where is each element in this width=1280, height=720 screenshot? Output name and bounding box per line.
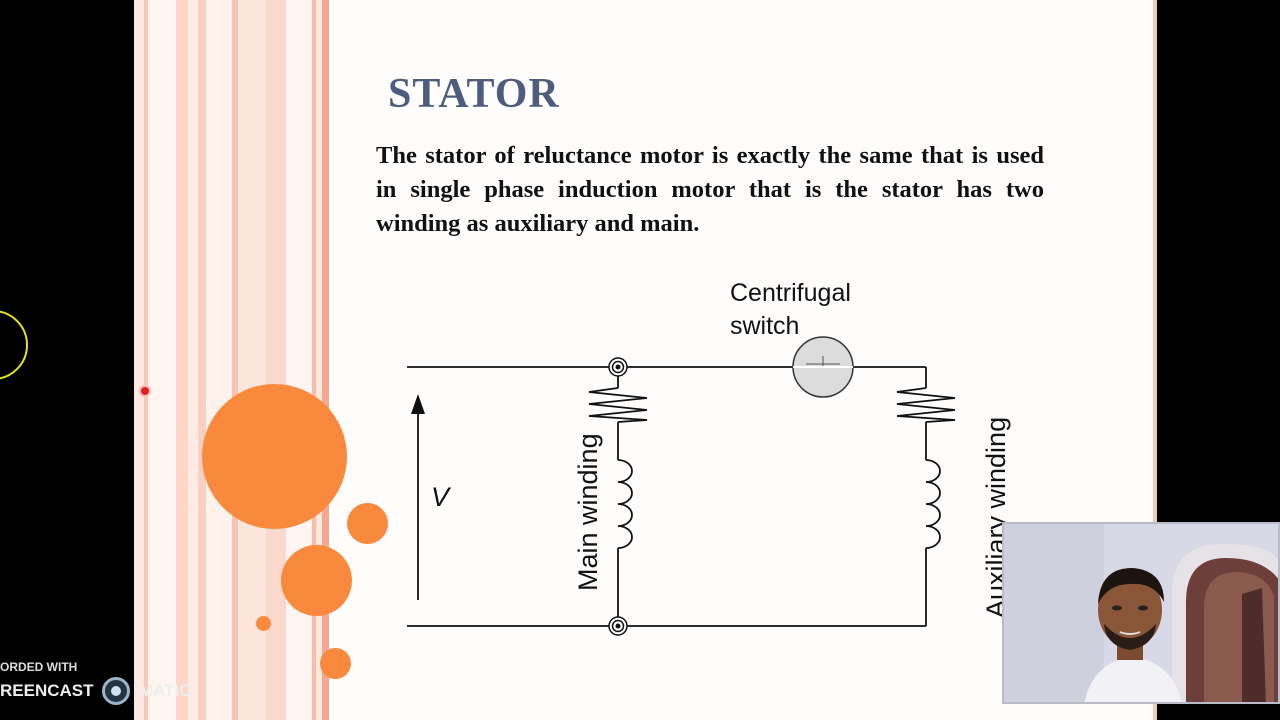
slide-title: STATOR <box>388 71 560 117</box>
watermark-line1: ORDED WITH <box>0 660 78 674</box>
voltage-arrow-head <box>411 394 425 414</box>
aux-resistor-zigzag <box>896 387 956 423</box>
webcam-overlay <box>1002 522 1280 704</box>
centrifugal-switch-label-line1: Centrifugal <box>730 279 851 307</box>
decorative-circle <box>256 616 271 631</box>
main-resistor-zigzag <box>588 387 648 423</box>
decorative-circle <box>281 545 352 616</box>
aux-inductor-coil <box>925 459 941 549</box>
slide-border <box>1153 0 1157 720</box>
slide: STATOR The stator of reluctance motor is… <box>134 0 1157 720</box>
laser-pointer-dot-icon <box>141 387 149 395</box>
screencast-watermark: ORDED WITH REENCAST MATIC <box>0 660 210 706</box>
centrifugal-switch-label-line2: switch <box>730 312 799 340</box>
watermark-right: MATIC <box>139 681 192 700</box>
voltage-label: V <box>431 482 452 512</box>
main-inductor-coil <box>617 459 633 549</box>
decorative-circle-large <box>202 384 347 529</box>
screencast-logo-icon <box>102 677 130 705</box>
junction-node-top <box>608 357 628 377</box>
slide-body-text: The stator of reluctance motor is exactl… <box>376 142 1044 237</box>
webcam-video-frame <box>1004 524 1278 702</box>
decorative-circle <box>320 648 351 679</box>
junction-node-bottom <box>608 616 628 636</box>
watermark-left: REENCAST <box>0 681 94 700</box>
decorative-circle <box>347 503 388 544</box>
main-winding-label: Main winding <box>573 433 603 591</box>
centrifugal-switch-icon <box>792 336 854 398</box>
